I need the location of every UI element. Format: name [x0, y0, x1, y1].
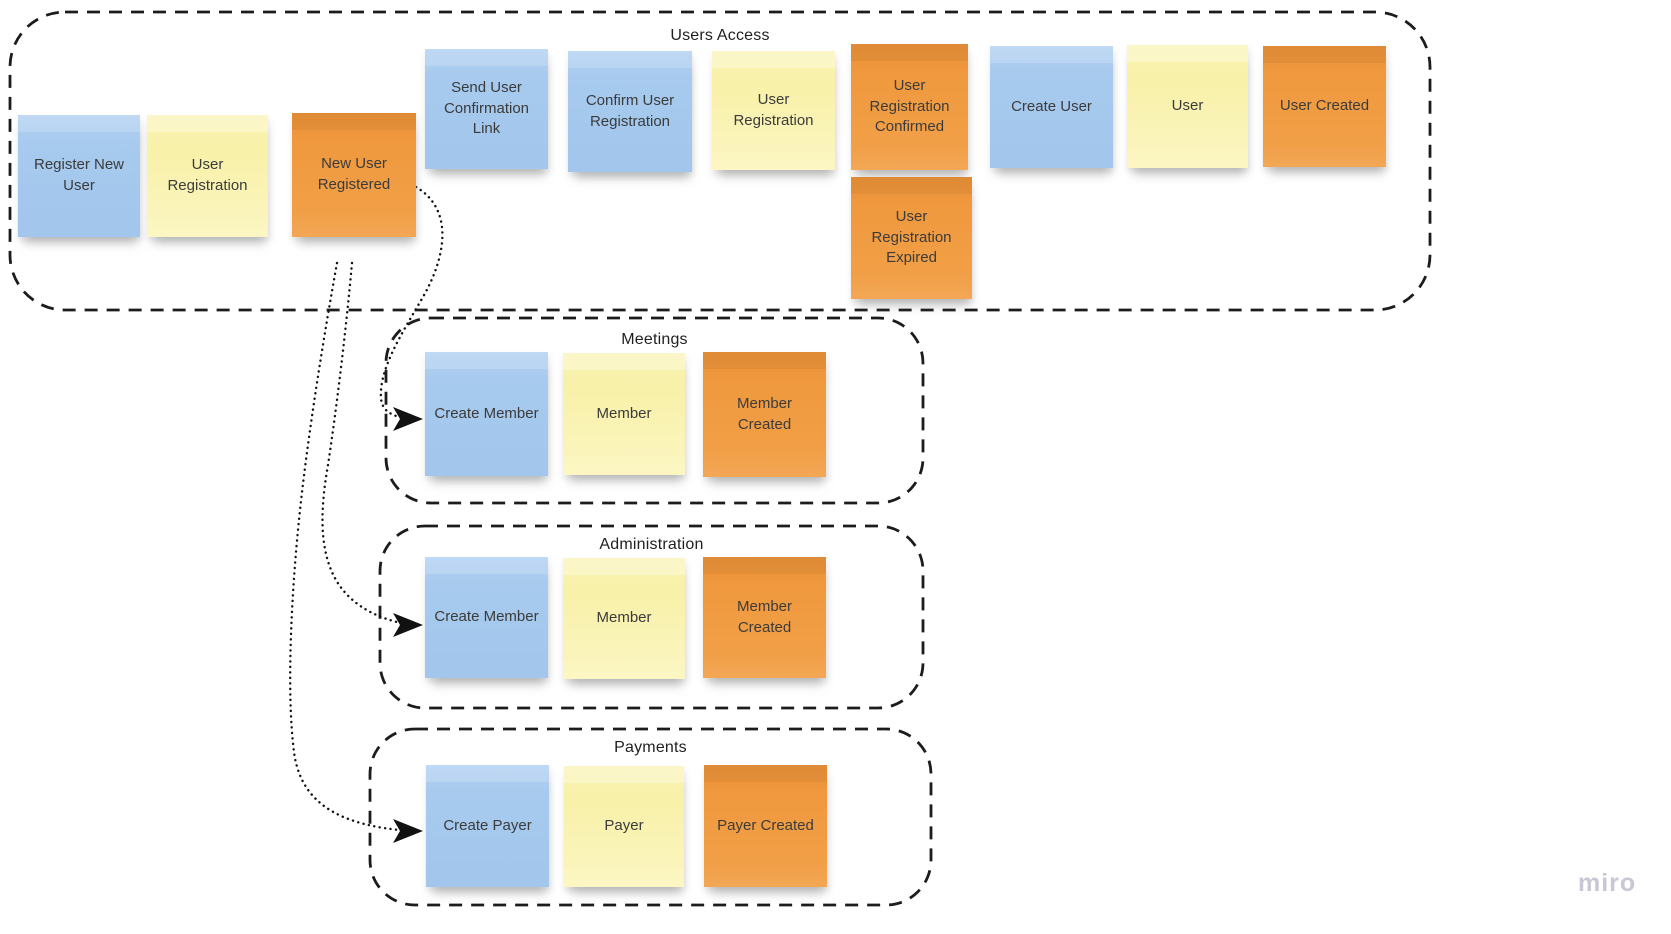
sticky-user-registration-expired[interactable]: User Registration Expired — [851, 177, 972, 299]
connector-to-meetings[interactable] — [379, 185, 444, 421]
sticky-administration-member-created[interactable]: Member Created — [703, 557, 826, 678]
sticky-send-user-confirmation-link[interactable]: Send User Confirmation Link — [425, 49, 548, 169]
sticky-administration-member[interactable]: Member — [563, 558, 685, 679]
frame-meetings[interactable] — [384, 316, 925, 505]
sticky-meetings-member[interactable]: Member — [563, 353, 685, 475]
sticky-user-registration-confirmed[interactable]: User Registration Confirmed — [851, 44, 968, 170]
sticky-payer[interactable]: Payer — [564, 766, 684, 887]
arrowhead-administration — [393, 613, 423, 637]
sticky-user-created[interactable]: User Created — [1263, 46, 1386, 167]
sticky-register-new-user[interactable]: Register New User — [18, 115, 140, 237]
arrowhead-payments — [393, 819, 423, 843]
sticky-create-payer[interactable]: Create Payer — [426, 765, 549, 887]
sticky-confirm-user-registration[interactable]: Confirm User Registration — [568, 51, 692, 172]
sticky-user-registration-1[interactable]: User Registration — [147, 115, 268, 237]
frame-title-administration[interactable]: Administration — [599, 536, 704, 553]
sticky-payer-created[interactable]: Payer Created — [704, 765, 827, 887]
frame-payments[interactable] — [368, 727, 933, 907]
frame-title-users-access[interactable]: Users Access — [670, 27, 770, 44]
sticky-create-user[interactable]: Create User — [990, 46, 1113, 168]
sticky-user-registration-2[interactable]: User Registration — [712, 51, 835, 170]
connector-to-payments[interactable] — [289, 261, 414, 833]
sticky-new-user-registered[interactable]: New User Registered — [292, 113, 416, 237]
miro-logo: miro — [1578, 869, 1637, 897]
arrowhead-meetings — [393, 407, 423, 431]
connector-to-administration[interactable] — [321, 261, 414, 627]
frame-title-meetings[interactable]: Meetings — [621, 331, 688, 348]
sticky-meetings-member-created[interactable]: Member Created — [703, 352, 826, 477]
sticky-administration-create-member[interactable]: Create Member — [425, 557, 548, 678]
sticky-user[interactable]: User — [1127, 45, 1248, 168]
sticky-meetings-create-member[interactable]: Create Member — [425, 352, 548, 476]
frame-title-payments[interactable]: Payments — [614, 739, 687, 756]
